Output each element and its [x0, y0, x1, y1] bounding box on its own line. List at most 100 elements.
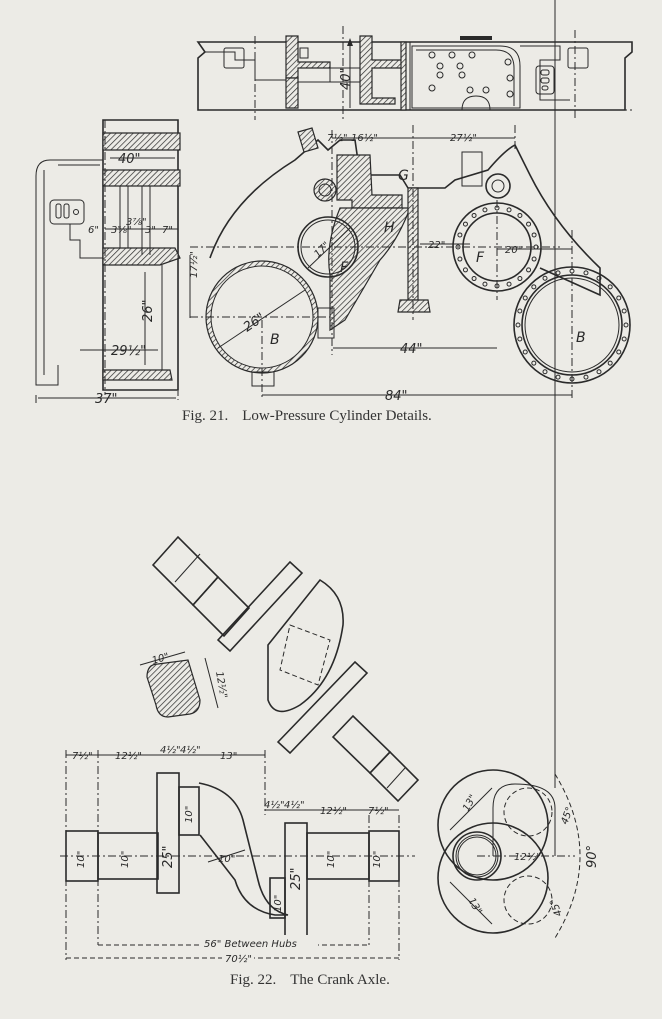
- fig21-end-dim-84: 84": [385, 389, 408, 404]
- bolt-hole: [607, 360, 613, 366]
- label-f-left: F: [340, 260, 349, 276]
- fig21-side-dim-6: 6": [88, 225, 99, 236]
- fig22-end-view: 13" 13" 12½" 45° 45° 90°: [437, 0, 600, 939]
- bolt-hole: [522, 349, 528, 355]
- bolt-hole: [517, 276, 523, 282]
- bolt-hole: [526, 221, 532, 227]
- bolt-hole: [583, 374, 589, 380]
- bolt-hole: [607, 284, 613, 290]
- fig21-side-dim-17-half: 17½": [188, 251, 200, 278]
- bolt-hole: [515, 322, 521, 328]
- bolt-hole: [623, 322, 629, 328]
- bolt-hole: [542, 275, 548, 281]
- elev-dim-13: 13": [220, 751, 237, 762]
- bolt-hole: [482, 207, 488, 213]
- bolt-hole: [531, 256, 537, 262]
- elev-dia-hub-left: 25": [161, 845, 176, 868]
- end-angle-lower: 45°: [548, 897, 564, 917]
- fig21-number: Fig. 21.: [182, 408, 229, 424]
- elev-dia-journal-right: 10": [372, 851, 383, 868]
- bolt-hole: [471, 212, 477, 218]
- fig21-side-dim-26: 26": [141, 299, 156, 322]
- label-f-right: F: [476, 250, 485, 266]
- fig21-side-dim-40: 40": [118, 152, 141, 167]
- bolt-hole: [555, 270, 561, 276]
- fig22-caption: Fig. 22. The Crank Axle.: [230, 972, 390, 989]
- bolt-hole: [616, 295, 622, 301]
- fig21-end-dim-22: 22": [428, 240, 445, 251]
- elev-dia-pin-left: 10": [184, 806, 195, 823]
- bolt-hole: [542, 369, 548, 375]
- bolt-hole: [482, 281, 488, 287]
- bolt-hole: [555, 374, 561, 380]
- elev-dim-4-half-d: 4½": [284, 799, 305, 811]
- fig21-side-dim-37: 37": [95, 392, 118, 407]
- bolt-hole: [455, 244, 461, 250]
- fig21-end-dim-16-half: 16½": [351, 132, 378, 144]
- fig21-side-dim-3: 3": [145, 225, 156, 236]
- label-b-left: B: [270, 332, 280, 348]
- bolt-hole: [517, 212, 523, 218]
- fig21-side-dim-3-7-8: 3⅞": [126, 217, 147, 228]
- fig21-side-dim-29-half: 29½": [111, 344, 146, 359]
- fig21-end-dim-7-half: 7½": [327, 132, 348, 144]
- bolt-hole: [457, 256, 463, 262]
- section-dim-12-half: 12½": [213, 670, 230, 699]
- fig21-top-view: 40": [196, 26, 633, 120]
- end-angle-total: 90°: [585, 845, 600, 868]
- elev-dia-pin-right: 10": [273, 895, 284, 912]
- label-h: H: [384, 220, 395, 236]
- bolt-hole: [457, 232, 463, 238]
- fig21-top-dim-40: 40": [339, 67, 354, 90]
- fig21-end-dim-44: 44": [400, 342, 423, 357]
- bolt-hole: [522, 295, 528, 301]
- fig21-end-view: 7½" 16½" 27½" 17" 26" 22" 20" 44" 84" G …: [190, 125, 631, 404]
- section-dim-10: 10": [151, 652, 171, 667]
- bolt-hole: [471, 276, 477, 282]
- fig21-end-dim-20: 20": [505, 245, 522, 256]
- elev-dim-7-half-left: 7½": [72, 750, 93, 762]
- fig22-title: The Crank Axle.: [290, 972, 390, 988]
- fig22-number: Fig. 22.: [230, 972, 277, 988]
- bolt-hole: [616, 349, 622, 355]
- elev-dim-overall: 70½": [225, 953, 252, 965]
- end-angle-upper: 45°: [559, 806, 575, 826]
- elev-dim-between-hubs: 56" Between Hubs: [204, 939, 297, 950]
- end-offset: 12½": [514, 851, 541, 863]
- bolt-hole: [531, 360, 537, 366]
- elev-dim-7-half-right: 7½": [368, 805, 389, 817]
- bolt-hole: [596, 369, 602, 375]
- fig22-elevation-view: 7½" 12½" 4½" 4½" 13" 4½" 4½" 12½" 7½" 10…: [60, 744, 415, 965]
- elev-dia-wheelseat-right: 10": [326, 851, 337, 868]
- elev-dim-12-half-left: 12½": [115, 750, 142, 762]
- fig21-side-dim-7: 7": [162, 225, 173, 236]
- bolt-hole: [531, 284, 537, 290]
- fig22-isometric-view: 10" 12½": [139, 535, 420, 803]
- fig21-side-view: 40" 6" 3⅝" 3⅞" 3" 7" 26" 29½" 37" 17½": [35, 119, 200, 407]
- bolt-hole: [462, 267, 468, 273]
- label-b-right: B: [576, 330, 586, 346]
- fig21-end-dim-27-half: 27½": [450, 132, 477, 144]
- elev-dim-4-half-b: 4½": [180, 744, 201, 756]
- bolt-hole: [596, 275, 602, 281]
- bolt-hole: [526, 267, 532, 273]
- elev-dim-4-half-a: 4½": [160, 744, 181, 756]
- fig21-side-dim-3-5-8: 3⅝": [111, 225, 132, 236]
- elev-dim-4-half-c: 4½": [264, 799, 285, 811]
- fig21-caption: Fig. 21. Low-Pressure Cylinder Details.: [182, 408, 432, 425]
- bolt-hole: [621, 336, 627, 342]
- bolt-hole: [506, 207, 512, 213]
- elev-dim-12-half-right: 12½": [320, 805, 347, 817]
- bolt-hole: [462, 221, 468, 227]
- bolt-hole: [531, 232, 537, 238]
- label-g: G: [398, 168, 409, 184]
- bolt-hole: [583, 270, 589, 276]
- bolt-hole: [517, 308, 523, 314]
- elev-dia-hub-right: 25": [289, 867, 304, 890]
- bolt-hole: [517, 336, 523, 342]
- elev-dia-journal-left: 10": [76, 851, 87, 868]
- fig21-title: Low-Pressure Cylinder Details.: [242, 408, 432, 424]
- elev-dia-web: 10": [218, 854, 235, 865]
